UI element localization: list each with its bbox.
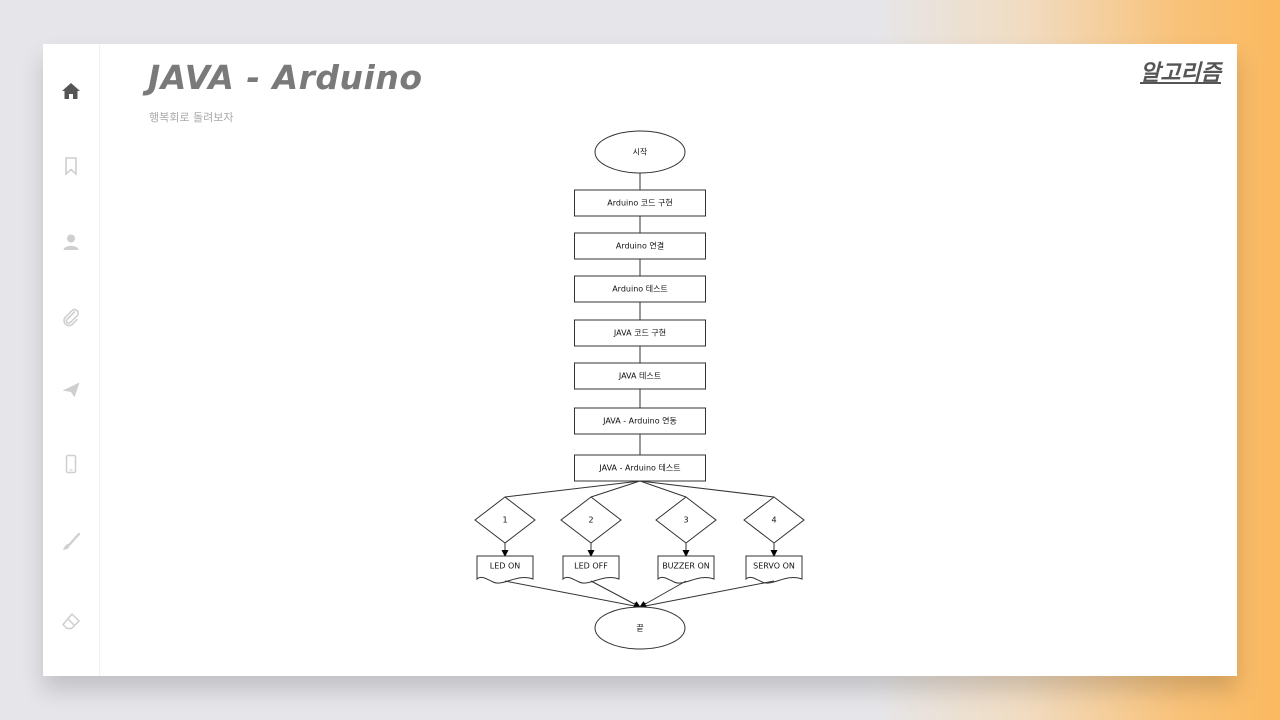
process-step-label: JAVA - Arduino 테스트 [598,464,680,473]
process-step-label: Arduino 테스트 [612,285,668,294]
page-title: JAVA - Arduino [148,58,423,97]
action-document [745,555,803,584]
send-icon[interactable] [57,376,85,404]
branch-connector [590,480,641,498]
paperclip-icon[interactable] [57,303,85,331]
branch-connector [639,480,687,498]
process-step [574,232,706,260]
process-step-label: Arduino 연결 [616,241,664,251]
branch-connector [639,480,775,498]
user-icon[interactable] [57,228,85,256]
category-link[interactable]: 알고리즘 [1140,61,1221,86]
process-step-label: Arduino 코드 구현 [607,199,672,208]
sidebar [43,44,100,676]
merge-arrow [639,580,687,608]
branch-connector [504,480,641,498]
flowchart: 시작 Arduino 코드 구현 Arduino 연결 Arduino 테스트 JAVA… [474,130,805,650]
action-document [657,555,715,584]
process-step-label: JAVA - Arduino 연동 [602,417,677,426]
process-step-label: JAVA 코드 구현 [613,329,666,338]
decision-label: 3 [683,516,688,525]
merge-arrow [504,580,641,610]
bookmark-icon[interactable] [57,152,85,180]
merge-arrow [639,580,775,610]
process-step [574,189,706,217]
eraser-icon[interactable] [57,607,85,635]
home-icon[interactable] [57,77,85,105]
start-label: 시작 [633,147,648,157]
decision-label: 1 [502,516,507,525]
action-label: LED OFF [574,562,608,571]
action-document [476,555,534,584]
action-document [562,555,620,584]
process-step [574,275,706,303]
decision-label: 2 [588,516,593,525]
brush-icon[interactable] [57,528,85,556]
action-label: BUZZER ON [662,562,710,571]
content-card: JAVA - Arduino 행복회로 돌려보자 알고리즘 시작 Arduino … [43,44,1237,676]
end-node [594,606,686,650]
page-subtitle: 행복회로 돌려보자 [149,111,234,124]
merge-arrow [590,580,641,608]
process-step-label: JAVA 테스트 [618,372,661,381]
process-step [574,454,706,482]
action-label: SERVO ON [753,562,795,571]
end-label: 끝 [636,624,643,633]
mobile-icon[interactable] [57,450,85,478]
action-label: LED ON [490,562,521,571]
decision-label: 4 [771,516,776,525]
